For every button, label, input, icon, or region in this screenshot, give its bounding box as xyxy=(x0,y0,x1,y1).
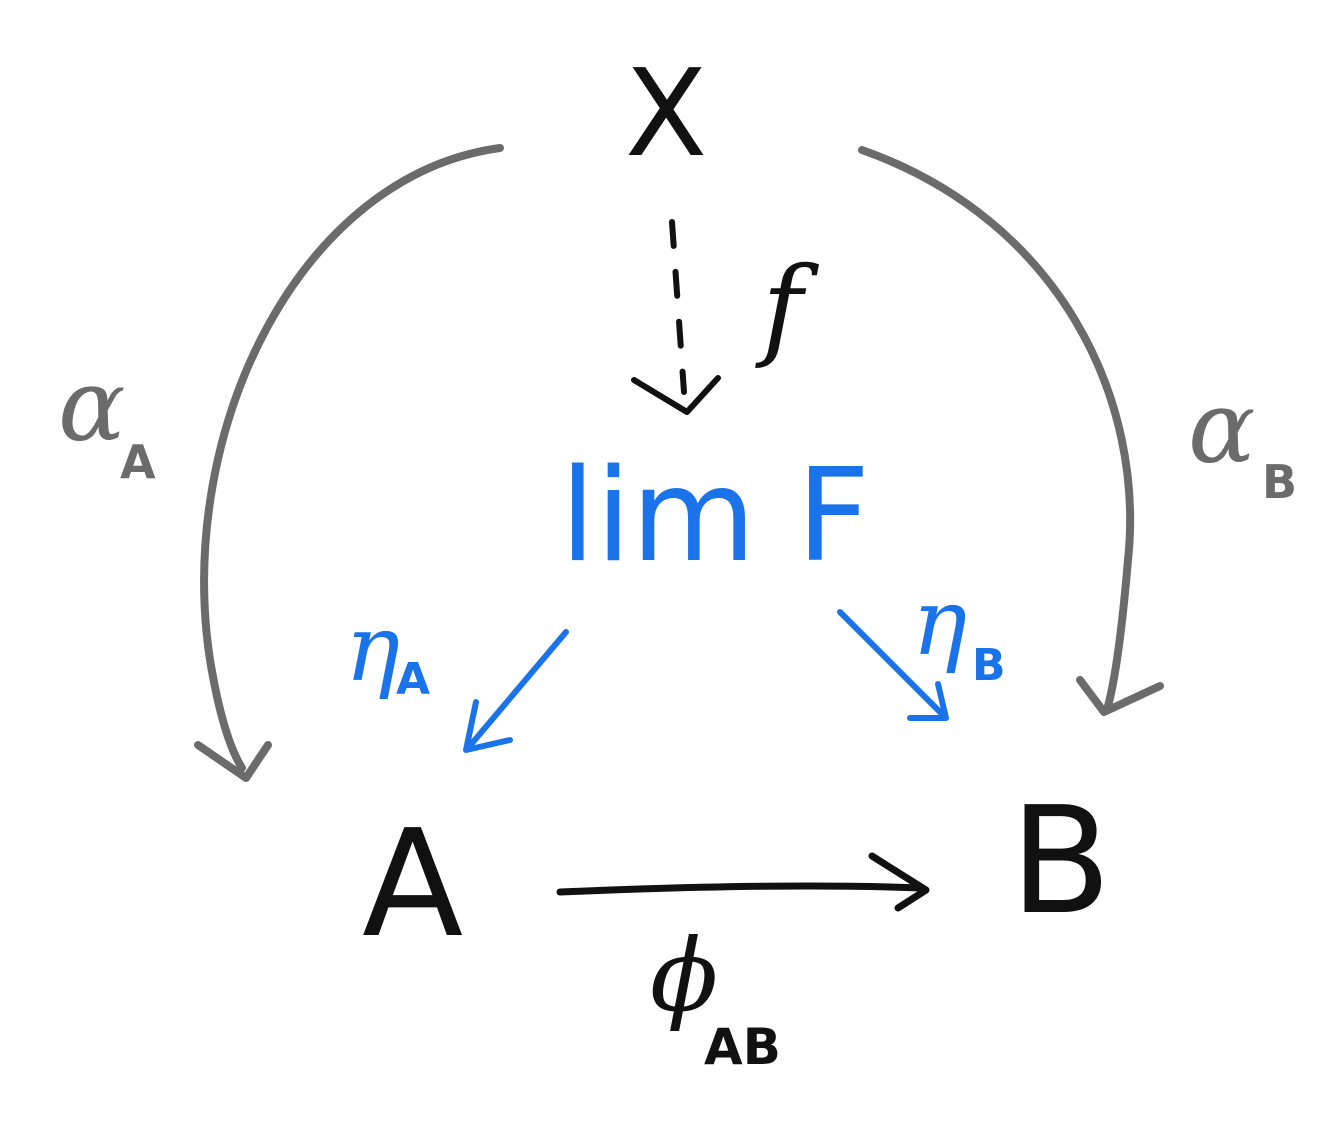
arrow-phi-ab-shaft xyxy=(556,882,926,896)
node-a: A xyxy=(362,798,463,970)
node-lim-f: lim F xyxy=(560,442,870,591)
arrow-alpha-a-shaft xyxy=(200,144,504,772)
arrow-eta-b xyxy=(837,609,949,721)
arrow-eta-a xyxy=(463,629,569,753)
arrow-alpha-b-shaft xyxy=(858,146,1135,710)
arrow-alpha-a-head xyxy=(194,741,272,782)
alpha-a-symbol: α xyxy=(58,347,126,464)
arrow-phi-ab-label: ϕ xyxy=(650,917,718,1034)
arrow-eta-a-shaft xyxy=(465,629,569,751)
eta-a-subscript: A xyxy=(396,654,430,705)
arrow-eta-a-head xyxy=(463,699,513,753)
phi-symbol: ϕ xyxy=(650,917,718,1034)
arrow-alpha-b xyxy=(858,146,1164,716)
phi-ab-subscript: AB xyxy=(704,1018,781,1076)
alpha-b-subscript: B xyxy=(1262,455,1297,509)
arrow-alpha-b-label: α xyxy=(1188,369,1256,486)
arrow-eta-b-label: η xyxy=(912,569,967,676)
arrow-f xyxy=(631,219,721,415)
eta-a-symbol: η xyxy=(345,595,400,702)
arrow-eta-a-label: η xyxy=(345,595,400,702)
arrow-f-shaft xyxy=(669,219,687,395)
alpha-a-subscript: A xyxy=(120,435,156,489)
arrow-alpha-a xyxy=(194,144,504,782)
arrow-alpha-a-label: α xyxy=(58,347,126,464)
arrow-eta-b-head xyxy=(907,681,949,721)
arrow-eta-b-shaft xyxy=(837,609,947,719)
arrow-f-label: f xyxy=(755,243,819,371)
arrow-phi-ab-head xyxy=(868,852,930,912)
arrow-alpha-b-head xyxy=(1076,676,1164,716)
alpha-b-symbol: α xyxy=(1188,369,1256,486)
eta-b-subscript: B xyxy=(972,640,1006,691)
arrow-phi-ab xyxy=(556,852,930,912)
eta-b-symbol: η xyxy=(912,569,967,676)
node-b: B xyxy=(1010,775,1112,947)
arrow-f-head xyxy=(631,375,721,415)
node-x: X xyxy=(625,45,707,184)
